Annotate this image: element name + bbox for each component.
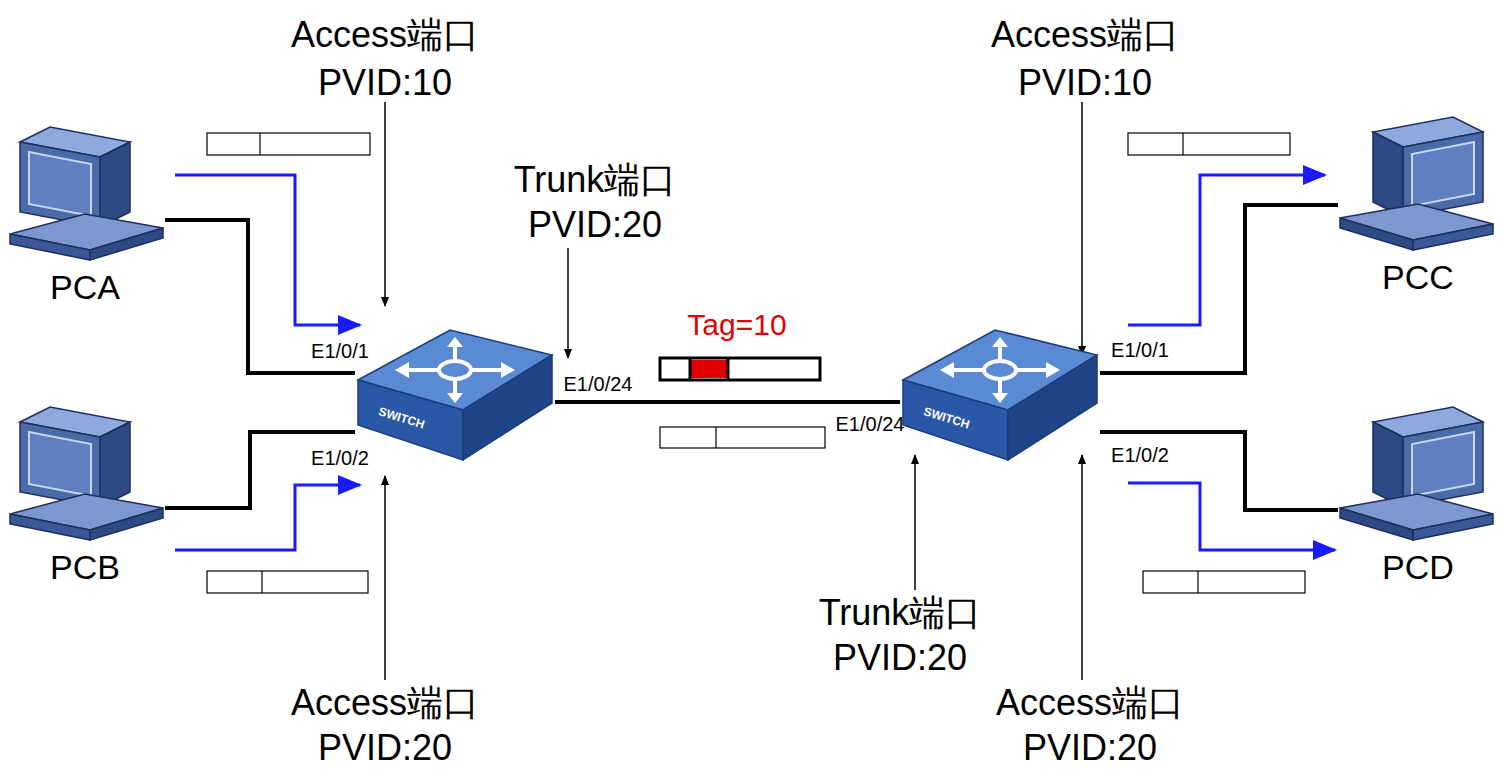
frame-icons [207,133,1305,593]
computer-node: PCD [1338,402,1498,587]
port-config-label: Access端口 [291,14,479,55]
computer-icon [5,402,165,547]
computer-node: PCC [1338,112,1498,297]
port-config-label: PVID:10 [1018,62,1152,103]
computer-icon [1338,112,1498,257]
port-config-label: Access端口 [996,682,1184,723]
network-cable [1100,432,1338,510]
port-config-label: Access端口 [991,14,1179,55]
tag-label: Tag=10 [687,308,786,343]
computer-node: PCB [5,402,165,587]
port-config-label: PVID:20 [528,204,662,245]
port-config-label: Access端口 [291,682,479,723]
computer-node: PCA [5,122,165,307]
port-label: E1/0/24 [836,413,905,436]
computer-icon [5,122,165,267]
port-label: E1/0/1 [1111,339,1169,362]
port-label: E1/0/2 [1111,444,1169,467]
port-config-label: PVID:20 [318,727,452,768]
network-cable [165,432,355,508]
port-config-label: PVID:10 [318,62,452,103]
computer-label: PCC [1338,257,1498,297]
tagged-frame [660,358,820,380]
switch-node: SWITCH [355,325,555,473]
switch-icon [900,325,1100,473]
computer-label: PCD [1338,547,1498,587]
computer-icon [1338,402,1498,547]
port-config-label: Trunk端口 [819,592,982,633]
port-config-label: PVID:20 [833,637,967,678]
switch-icon [355,325,555,473]
network-cable [555,400,900,404]
flow-arrows [175,175,1335,550]
port-config-label: PVID:20 [1023,727,1157,768]
switch-node: SWITCH [900,325,1100,473]
port-label: E1/0/2 [311,447,369,470]
computer-label: PCB [5,547,165,587]
port-label: E1/0/1 [311,340,369,363]
port-label: E1/0/24 [564,373,633,396]
computer-label: PCA [5,267,165,307]
network-cable [1100,205,1338,373]
port-config-label: Trunk端口 [514,159,677,200]
